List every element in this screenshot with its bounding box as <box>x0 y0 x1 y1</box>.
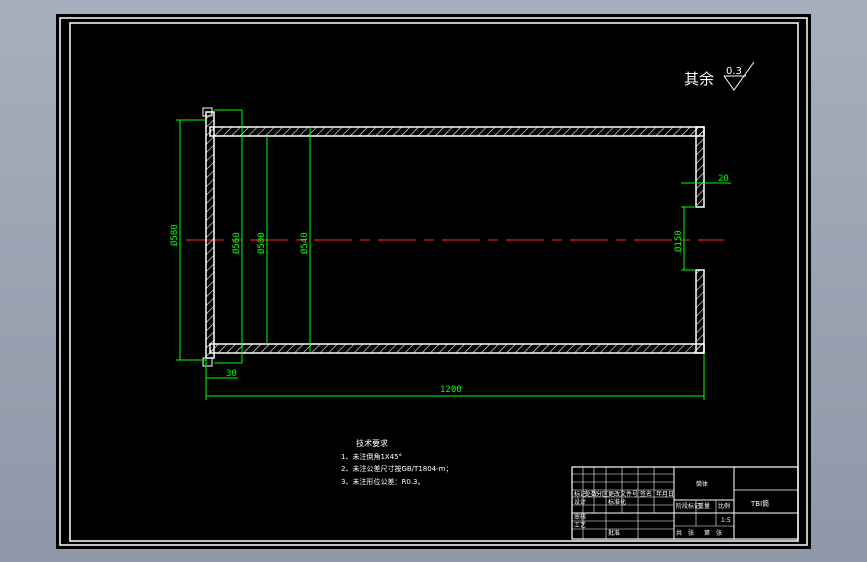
tb-cell-count: 处数 <box>585 490 597 498</box>
dim-dia-500: Ø500 <box>256 232 267 254</box>
dim-20: 20 <box>718 174 729 184</box>
tb-cell-scale: 比例 <box>718 502 730 510</box>
tech-item-2: 2、未注公差尺寸按GB/T1804-m； <box>341 464 452 473</box>
part-title: TBI筒 <box>750 499 769 508</box>
tb-cell-signature: 签名 <box>640 490 652 498</box>
roughness-value: 0.3 <box>726 66 742 77</box>
tb-cell-weight: 重量 <box>698 502 710 510</box>
tb-cell-total: 共 <box>676 529 682 537</box>
tb-cell-sheet: 张 <box>716 529 722 537</box>
tb-cell-zone: 分区 <box>596 490 608 498</box>
tb-cell-sheets: 张 <box>688 529 694 537</box>
tech-title: 技术要求 <box>356 438 388 448</box>
tb-cell-approve: 批准 <box>608 529 620 537</box>
roughness-label: 其余 <box>684 70 714 88</box>
tb-cell-scale-value: 1:5 <box>721 517 731 524</box>
tb-cell-sheet-no: 第 <box>704 529 710 537</box>
tech-item-3: 3、未注形位公差：R0.3。 <box>341 477 424 486</box>
tb-cell-stage: 阶段标记 <box>676 502 700 510</box>
dim-30: 30 <box>226 369 237 379</box>
title-block: 筒体 TBI筒 标记 处数 分区 更改文件号 签名 年月日 设计 标准化 阶段标… <box>571 466 799 540</box>
dim-dia-540: Ø540 <box>299 232 310 254</box>
drawing-sheet: 其余 0.3 <box>56 14 811 549</box>
dim-dia-560: Ø560 <box>231 232 242 254</box>
dim-dia-580: Ø580 <box>169 224 180 246</box>
end-wall-upper <box>695 126 705 208</box>
roughness-symbol: 其余 0.3 <box>684 61 755 91</box>
dimension-lines <box>176 109 731 400</box>
drawing-name: 筒体 <box>696 480 708 488</box>
tb-cell-standard: 标准化 <box>608 498 626 506</box>
dim-dia-150: Ø150 <box>673 230 684 252</box>
tb-cell-process: 工艺 <box>574 521 586 529</box>
dim-1200: 1200 <box>440 385 462 395</box>
tb-cell-date: 年月日 <box>656 490 674 498</box>
flange-section <box>205 111 215 359</box>
tech-item-1: 1、未注倒角1X45° <box>341 452 402 461</box>
tb-cell-design: 设计 <box>574 498 586 506</box>
end-wall-lower <box>695 269 705 354</box>
tb-cell-mark: 标记 <box>574 490 586 498</box>
inner-frame <box>69 22 799 542</box>
tech-requirements: 技术要求 1、未注倒角1X45° 2、未注公差尺寸按GB/T1804-m； 3、… <box>341 438 452 486</box>
tb-cell-review: 审核 <box>574 513 586 521</box>
cylinder-section <box>202 107 705 367</box>
tb-cell-change-doc: 更改文件号 <box>608 490 638 498</box>
outer-frame <box>59 17 808 546</box>
cad-drawing: 其余 0.3 <box>59 17 808 546</box>
